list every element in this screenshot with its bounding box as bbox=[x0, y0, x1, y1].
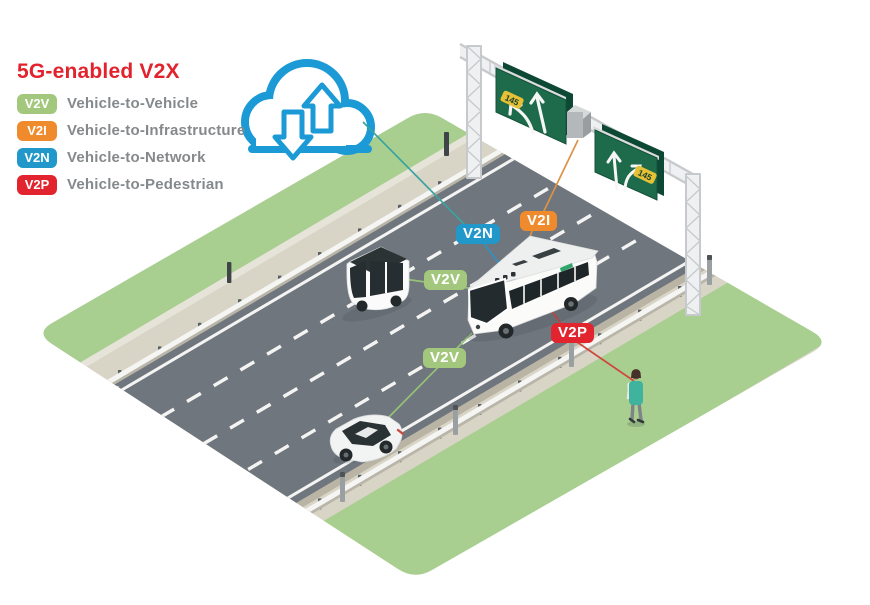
v2v-line-car bbox=[385, 332, 473, 421]
roadside-posts-left bbox=[227, 132, 449, 283]
v2i-badge: V2I bbox=[17, 120, 57, 141]
highway-sign-left: 145 bbox=[494, 62, 573, 145]
bus-roof-hatch bbox=[532, 248, 561, 259]
v2n-label: Vehicle-to-Network bbox=[67, 149, 206, 166]
pedestrian bbox=[626, 369, 645, 427]
v2v-badge: V2V bbox=[17, 93, 57, 114]
rsu-box bbox=[567, 105, 591, 138]
bus-windows bbox=[509, 262, 589, 309]
gantry-leg-right bbox=[685, 173, 701, 316]
sync-arrows-icon bbox=[272, 82, 343, 161]
down-arrow-icon bbox=[272, 109, 314, 161]
scene-badge-v2p: V2P bbox=[551, 323, 595, 343]
delineator-posts bbox=[340, 255, 712, 502]
legend-row-v2i: V2I Vehicle-to-Infrastructure bbox=[17, 120, 245, 141]
scene-badge-v2v-lower: V2V bbox=[423, 348, 467, 368]
scene-badge-v2n: V2N bbox=[456, 224, 501, 244]
sign-route-badge-left: 145 bbox=[500, 90, 524, 109]
gantry-leg-left bbox=[466, 45, 482, 179]
bus bbox=[466, 235, 599, 342]
cloud-icon bbox=[241, 59, 375, 161]
v2p-line-lower bbox=[573, 339, 635, 382]
shuttle bbox=[342, 246, 412, 322]
grass-upper bbox=[43, 113, 822, 457]
car bbox=[329, 414, 405, 464]
v2p-label: Vehicle-to-Pedestrian bbox=[67, 176, 224, 193]
grass-lower bbox=[43, 151, 822, 575]
legend-title: 5G-enabled V2X bbox=[17, 60, 180, 83]
scene-badge-v2v-upper: V2V bbox=[424, 270, 468, 290]
v2n-line-cloud bbox=[362, 121, 467, 227]
v2p-badge: V2P bbox=[17, 174, 57, 195]
legend-row-v2v: V2V Vehicle-to-Vehicle bbox=[17, 93, 245, 114]
up-arrow-icon bbox=[301, 82, 343, 134]
sign-route-badge-right: 145 bbox=[633, 165, 657, 184]
v2n-badge: V2N bbox=[17, 147, 57, 168]
v2i-label: Vehicle-to-Infrastructure bbox=[67, 122, 246, 139]
bus-windshield bbox=[467, 277, 510, 326]
highway-sign-right: 145 bbox=[593, 124, 664, 201]
legend-row-v2n: V2N Vehicle-to-Network bbox=[17, 147, 245, 168]
scene-badge-v2i: V2I bbox=[520, 211, 558, 231]
legend: 5G-enabled V2X V2V Vehicle-to-Vehicle V2… bbox=[17, 60, 245, 201]
v2i-line-upper bbox=[542, 139, 579, 214]
guardrail-right bbox=[303, 263, 724, 518]
bus-logo bbox=[560, 263, 573, 272]
legend-row-v2p: V2P Vehicle-to-Pedestrian bbox=[17, 174, 245, 195]
v2v-label: Vehicle-to-Vehicle bbox=[67, 95, 199, 112]
